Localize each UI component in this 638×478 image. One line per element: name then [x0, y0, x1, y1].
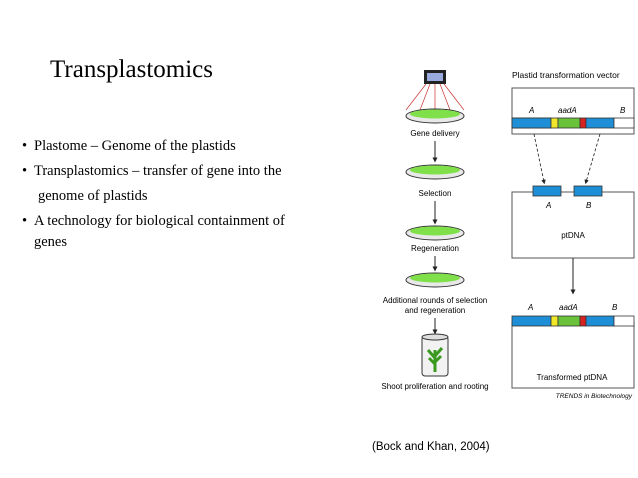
flank-label-a: A [527, 303, 533, 312]
ptdna-box [511, 191, 635, 259]
step-label: Shoot proliferation and rooting [381, 382, 488, 391]
plate-icon [405, 272, 465, 288]
ptdna-flanks [532, 185, 603, 197]
figure-credit: TRENDS in Biotechnology [556, 393, 633, 400]
bullet-continuation: genes [22, 232, 362, 253]
culture-jar-icon [421, 333, 449, 377]
bullet-item: • Transplastomics – transfer of gene into… [22, 161, 362, 182]
bullet-item: • A technology for biological containment… [22, 211, 362, 232]
bullet-item: • Plastome – Genome of the plastids [22, 136, 362, 157]
flank-label-b: B [620, 106, 626, 115]
step-label: and regeneration [405, 306, 466, 315]
step-label: Gene delivery [410, 129, 459, 138]
transformed-construct [511, 315, 635, 327]
bullet-text: genes [34, 234, 68, 250]
step-label: Selection [419, 189, 452, 198]
transplastomics-figure: Gene delivery Selection Regeneration Add… [381, 70, 635, 400]
flank-label-b: B [612, 303, 618, 312]
ptdna-label: ptDNA [561, 231, 585, 240]
plate-icon [405, 225, 465, 241]
flank-label-a: A [528, 106, 534, 115]
step-label: Regeneration [411, 244, 459, 253]
citation: (Bock and Khan, 2004) [372, 441, 490, 453]
bullet-text: A technology for biological containment … [34, 213, 285, 229]
gene-label: aadA [559, 303, 578, 312]
plate-icon [405, 108, 465, 124]
bullet-text: Plastome – Genome of the plastids [34, 138, 236, 154]
vector-construct [511, 117, 635, 129]
bullet-dot-icon: • [22, 163, 28, 179]
flank-label-b: B [586, 201, 592, 210]
bullet-dot-icon: • [22, 213, 28, 229]
bullet-text: Transplastomics – transfer of gene into … [34, 163, 282, 179]
flank-label-a: A [545, 201, 551, 210]
vector-box [511, 87, 635, 135]
gene-gun-icon [405, 70, 465, 111]
transformed-label: Transformed ptDNA [537, 373, 609, 382]
plate-icon [405, 164, 465, 180]
gene-label: aadA [558, 106, 577, 115]
slide-title: Transplastomics [50, 56, 213, 83]
bullet-list: • Plastome – Genome of the plastids • Tran… [22, 136, 362, 257]
vector-title: Plastid transformation vector [512, 70, 620, 80]
step-label: Additional rounds of selection [383, 296, 488, 305]
bullet-continuation: genome of plastids [38, 188, 148, 204]
bullet-dot-icon: • [22, 138, 28, 154]
